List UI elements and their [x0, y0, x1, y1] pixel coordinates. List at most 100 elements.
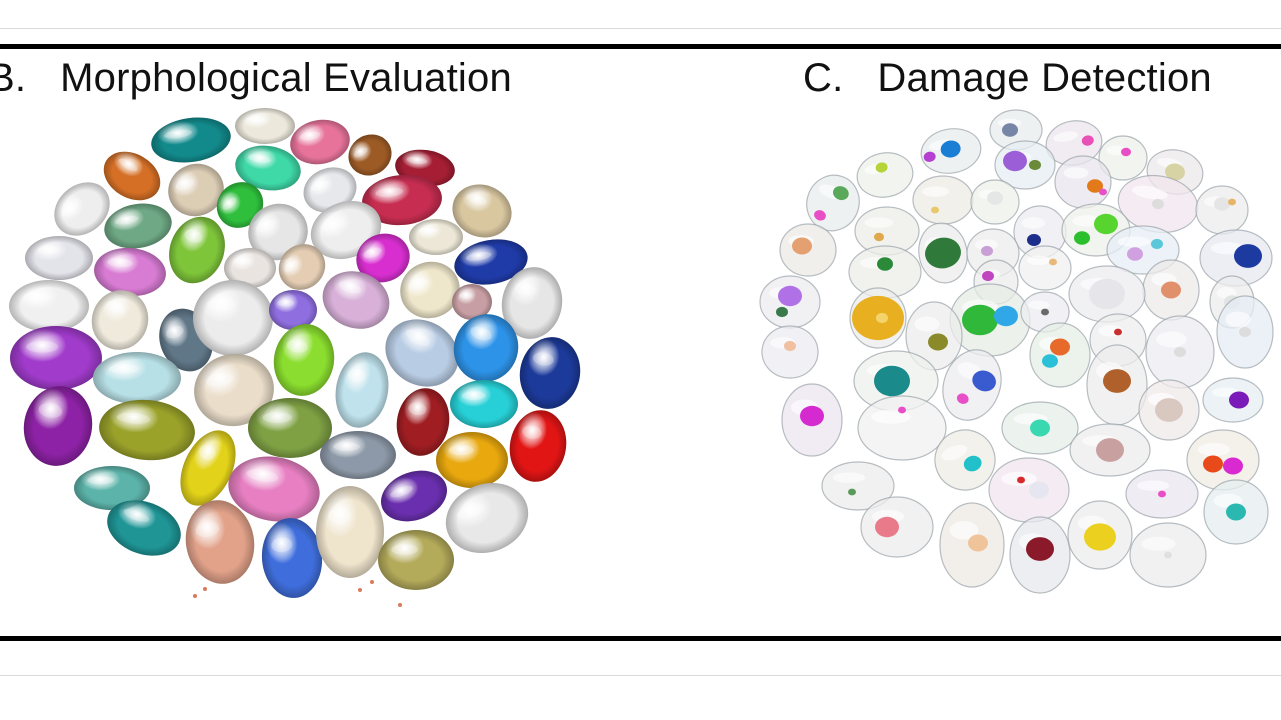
damage-inclusion	[1214, 197, 1230, 211]
ghost-seed	[857, 395, 947, 461]
debris-dot	[203, 587, 207, 591]
seed-shape	[452, 184, 512, 238]
ghost-seed	[989, 109, 1043, 151]
ghost-seed	[779, 223, 837, 277]
seed-shape	[193, 280, 273, 356]
damage-inclusion	[1103, 369, 1131, 393]
damage-inclusion	[1165, 163, 1185, 181]
damage-inclusion	[1074, 231, 1090, 245]
damage-inclusion	[963, 455, 982, 472]
panel-b-letter: B.	[0, 56, 27, 100]
ghost-seed	[1009, 516, 1071, 594]
damage-inclusion	[875, 162, 888, 173]
damage-inclusion	[1087, 179, 1103, 193]
seed-shape	[248, 203, 308, 261]
ghost-seed	[1129, 522, 1207, 588]
damage-inclusion	[1174, 346, 1186, 358]
ghost-seed	[920, 128, 982, 174]
ghost-seed	[1199, 229, 1273, 287]
ghost-seed	[988, 457, 1070, 523]
seed-shape	[348, 134, 392, 176]
seed-shape	[378, 530, 454, 590]
seed-shape	[248, 398, 332, 458]
seed-shape	[74, 466, 150, 510]
damage-inclusion	[874, 365, 910, 397]
figure-frame	[0, 44, 1281, 641]
damage-inclusion	[1017, 476, 1025, 484]
damage-inclusion	[1239, 326, 1251, 338]
ghost-seed	[761, 325, 819, 379]
damage-inclusion	[1158, 490, 1166, 498]
ghost-seed	[821, 461, 895, 511]
ghost-seed	[856, 152, 914, 198]
ghost-seed	[1203, 479, 1269, 545]
damage-inclusion	[987, 191, 1003, 205]
seed-shape	[335, 352, 389, 428]
seed-shape	[180, 430, 236, 506]
seed-shape	[356, 233, 410, 283]
damage-inclusion	[1161, 281, 1181, 299]
seed-shape	[99, 399, 195, 461]
seed-shape	[91, 290, 149, 350]
damage-inclusion	[814, 210, 826, 221]
damage-inclusion	[784, 340, 796, 352]
ghost-seed	[1018, 245, 1072, 291]
ghost-seed	[942, 349, 1002, 421]
damage-inclusion	[877, 257, 893, 271]
seed-shape	[151, 117, 231, 163]
debris-dot	[358, 588, 362, 592]
seed-shape	[290, 119, 350, 165]
damage-inclusion	[1203, 455, 1223, 473]
seed-shape	[269, 290, 317, 330]
damage-inclusion	[1226, 503, 1246, 521]
debris-dot	[398, 603, 402, 607]
ghost-seed	[1013, 205, 1067, 259]
damage-inclusion	[832, 186, 849, 201]
ghost-seed	[759, 275, 821, 329]
ghost-seed	[994, 140, 1056, 190]
ghost-seed	[1216, 295, 1274, 369]
damage-inclusion	[1223, 457, 1243, 475]
panel-c-heading: Damage Detection	[877, 56, 1212, 100]
damage-inclusion	[940, 140, 961, 158]
seed-shape	[278, 244, 326, 290]
damage-inclusion	[792, 237, 812, 255]
ghost-seed	[853, 350, 939, 412]
seed-shape	[93, 352, 181, 404]
ghost-seed	[1029, 322, 1091, 388]
ghost-seed	[949, 283, 1031, 357]
seed-shape	[453, 314, 519, 382]
ghost-seed	[1145, 315, 1215, 389]
ghost-seed	[1195, 185, 1249, 235]
damage-inclusion	[972, 370, 996, 392]
seed-shape	[400, 261, 460, 319]
damage-inclusion	[1081, 135, 1094, 146]
ghost-seed	[918, 222, 968, 284]
top-guide-line	[0, 28, 1281, 29]
damage-inclusion	[1030, 419, 1050, 437]
seed-shape	[168, 163, 224, 217]
ghost-seed	[849, 287, 907, 349]
damage-inclusion	[981, 245, 993, 257]
bottom-guide-line	[0, 675, 1281, 676]
seed-shape	[381, 470, 447, 522]
damage-inclusion	[876, 312, 888, 324]
ghost-seed	[1069, 423, 1151, 477]
damage-inclusion	[1094, 213, 1118, 235]
ghost-seed	[939, 502, 1005, 588]
damage-inclusion	[928, 333, 948, 351]
ghost-seed	[912, 175, 974, 225]
ghost-seed	[1067, 500, 1133, 570]
seed-shape	[450, 380, 518, 428]
seed-shape	[303, 167, 357, 213]
damage-inclusion	[1050, 338, 1070, 356]
damage-inclusion	[874, 232, 884, 242]
damage-inclusion	[982, 270, 994, 282]
debris-dot	[193, 594, 197, 598]
seed-shape	[436, 432, 508, 488]
damage-inclusion	[1121, 147, 1131, 157]
damage-inclusion	[1003, 150, 1027, 172]
seed-shape	[10, 326, 102, 390]
ghost-seed	[1125, 469, 1199, 519]
damage-inclusion	[1151, 238, 1163, 250]
